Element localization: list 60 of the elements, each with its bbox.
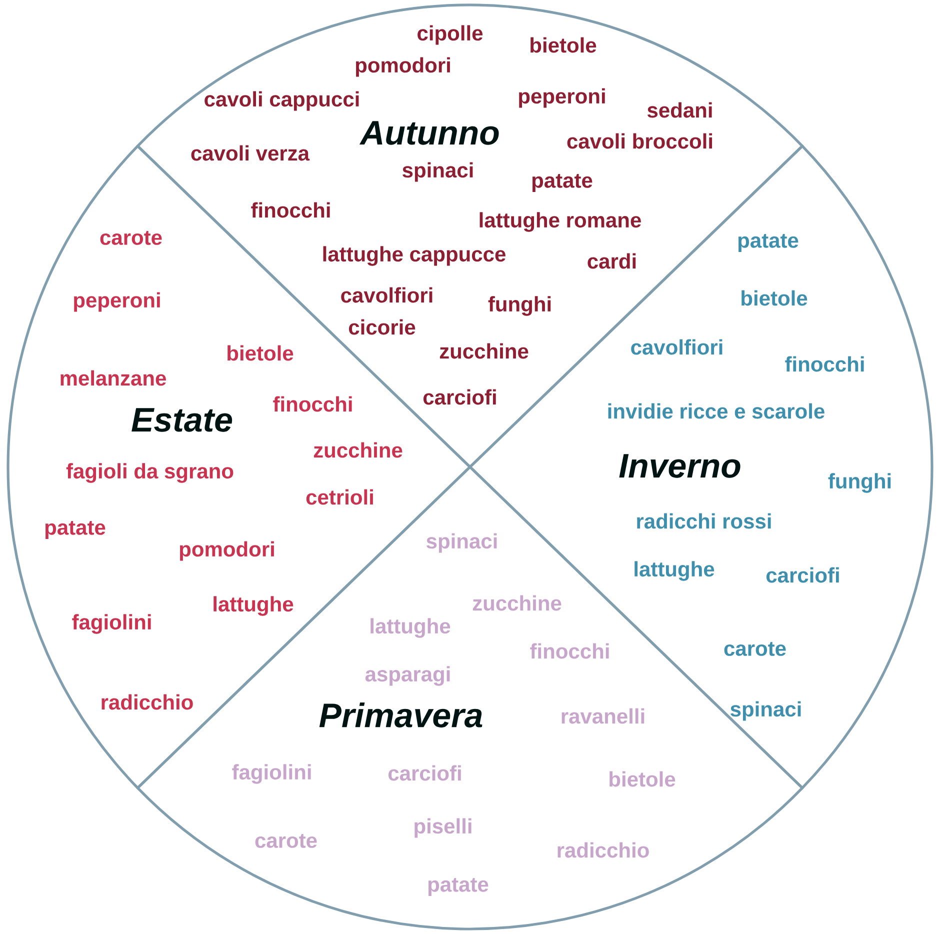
vegetable-label: carciofi — [423, 389, 496, 405]
vegetable-label: lattughe — [214, 596, 294, 616]
vegetable-label: cipolle — [418, 25, 483, 45]
vegetable-label: finocchi — [530, 643, 609, 659]
vegetable-label: peperoni — [519, 88, 605, 108]
vegetable-label: lattughe cappucce — [323, 246, 506, 266]
vegetable-label: funghi — [828, 473, 891, 493]
vegetable-label: invidie ricce e scarole — [608, 403, 824, 419]
vegetable-label: finocchi — [785, 356, 864, 372]
vegetable-label: radicchi rossi — [637, 513, 771, 529]
season-heading: Primavera — [319, 702, 482, 728]
vegetable-label: pomodori — [356, 57, 450, 77]
vegetable-label: cavolfiori — [631, 339, 722, 355]
vegetable-label: finocchi — [273, 396, 352, 412]
vegetable-label: bietole — [228, 345, 294, 361]
vegetable-label: zucchine — [314, 442, 402, 458]
vegetable-label: lattughe romane — [480, 212, 641, 232]
vegetable-label: cicorie — [348, 319, 416, 335]
vegetable-label: patate — [738, 234, 798, 252]
season-heading: Estate — [132, 408, 232, 432]
vegetable-label: carote — [724, 642, 786, 656]
vegetable-label: cavoli broccoli — [567, 133, 712, 149]
vegetable-label: carciofi — [766, 567, 839, 583]
vegetable-label: peperoni — [74, 292, 160, 312]
vegetable-label: spinaci — [426, 533, 497, 553]
vegetable-label: fagiolini — [72, 614, 151, 634]
vegetable-label: bietole — [742, 290, 808, 306]
vegetable-label: pomodori — [180, 541, 274, 561]
vegetable-label: lattughe — [370, 618, 450, 638]
vegetable-label: sedani — [647, 102, 712, 118]
vegetable-label: fagiolini — [232, 764, 311, 784]
vegetable-label: cavolfiori — [341, 287, 432, 303]
vegetable-label: cardi — [588, 253, 636, 269]
vegetable-label: patate — [45, 520, 106, 540]
vegetable-label: bietole — [530, 37, 596, 53]
vegetable-label: zucchine — [440, 343, 528, 359]
vegetable-label: ravanelli — [562, 708, 644, 724]
vegetable-label: radicchio — [102, 694, 193, 710]
vegetable-label: carciofi — [388, 765, 461, 781]
vegetable-label: fagioli da sgrano — [66, 463, 234, 483]
vegetable-label: cetrioli — [306, 489, 373, 505]
vegetable-label: patate — [532, 174, 592, 192]
vegetable-label: finocchi — [251, 202, 330, 218]
vegetable-label: melanzane — [60, 370, 166, 386]
vegetable-label: lattughe — [634, 561, 714, 581]
vegetable-label: asparagi — [365, 666, 450, 686]
vegetable-label: carote — [255, 834, 317, 848]
vegetable-label: radicchio — [558, 842, 649, 858]
vegetable-label: cavoli cappucci — [204, 91, 359, 111]
vegetable-label: spinaci — [402, 162, 473, 182]
vegetable-label: spinaci — [730, 701, 801, 721]
vegetable-label: piselli — [414, 818, 472, 838]
vegetable-label: carote — [100, 231, 162, 245]
vegetable-label: zucchine — [472, 595, 562, 611]
vegetable-label: cavoli verza — [191, 145, 310, 161]
season-heading: Autunno — [359, 121, 499, 145]
season-heading: Inverno — [619, 454, 740, 478]
vegetable-label: patate — [428, 878, 488, 896]
vegetable-label: bietole — [610, 771, 676, 787]
vegetable-label: funghi — [488, 296, 551, 316]
